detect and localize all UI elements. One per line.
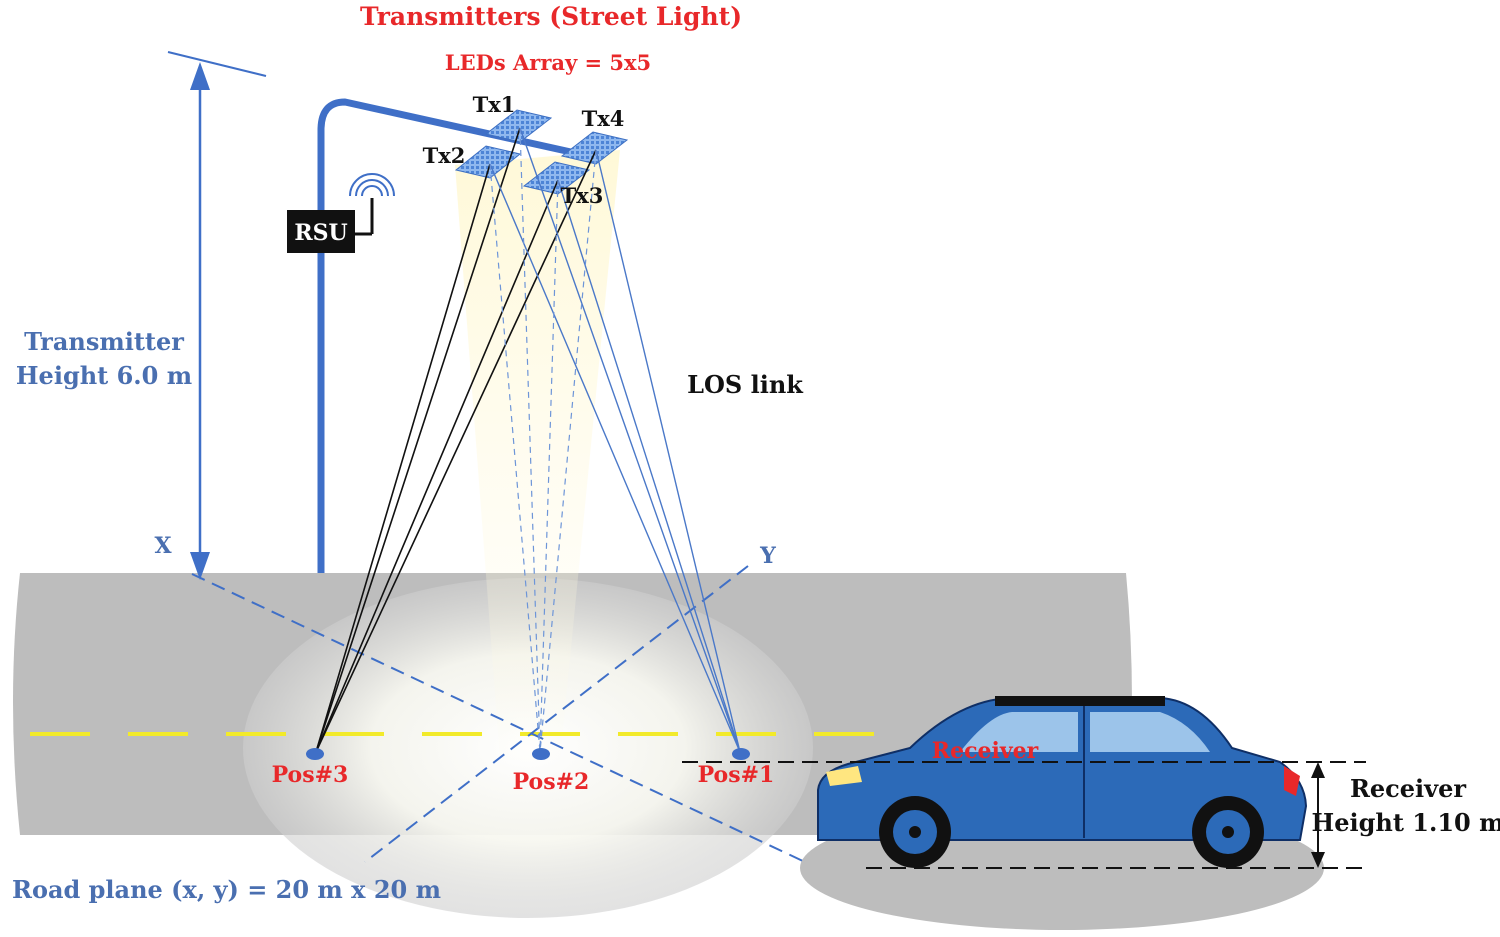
vehicle-car (817, 696, 1308, 868)
x-axis-label: X (154, 533, 172, 559)
led-array-label: LEDs Array = 5x5 (445, 50, 651, 75)
tx1-label: Tx1 (473, 92, 516, 117)
receiver-height-arrowhead-top (1311, 762, 1325, 778)
led-panel-tx1 (484, 109, 553, 143)
rsu-unit (287, 173, 395, 253)
receiver-height-arrowhead-bottom (1311, 852, 1325, 868)
los-links-pos3 (315, 127, 597, 753)
street-light-pole (317, 98, 599, 573)
pos3-label: Pos#3 (272, 762, 349, 788)
tx3-label: Tx3 (561, 183, 604, 208)
rx-height-label-line2: Height 1.10 m (1312, 808, 1500, 837)
pos1-label: Pos#1 (698, 762, 775, 788)
los-link-label: LOS link (687, 370, 804, 399)
road-plane-label: Road plane (x, y) = 20 m x 20 m (12, 875, 441, 904)
car-wheel-front (879, 796, 951, 868)
pos3-marker (306, 748, 324, 760)
y-axis-line (364, 565, 749, 863)
pos2-label: Pos#2 (513, 769, 590, 795)
car-wheel-rear (1192, 796, 1264, 868)
tx-height-label-line1: Transmitter (24, 327, 184, 356)
led-panel-tx2 (454, 145, 522, 179)
tx-height-label-line2: Height 6.0 m (16, 361, 192, 390)
x-axis-line (191, 573, 806, 863)
light-cone (455, 150, 620, 760)
tx-height-top-tick (167, 51, 267, 77)
receiver-label: Receiver (932, 738, 1039, 764)
pos2-marker (532, 748, 550, 760)
los-links-pos2 (489, 127, 597, 753)
wireless-signal-icon (349, 173, 395, 197)
tx4-label: Tx4 (582, 106, 625, 131)
figure-title: Transmitters (Street Light) (360, 2, 742, 31)
tx-height-arrowhead-top (190, 62, 210, 90)
rx-height-label-line1: Receiver (1350, 774, 1466, 803)
tx2-label: Tx2 (423, 143, 466, 168)
los-links-pos1 (489, 127, 741, 753)
rsu-label: RSU (294, 220, 347, 246)
y-axis-label: Y (759, 543, 776, 569)
pos1-marker (732, 748, 750, 760)
tx-height-arrowhead-bottom (190, 552, 210, 580)
led-panel-tx4 (560, 131, 629, 165)
